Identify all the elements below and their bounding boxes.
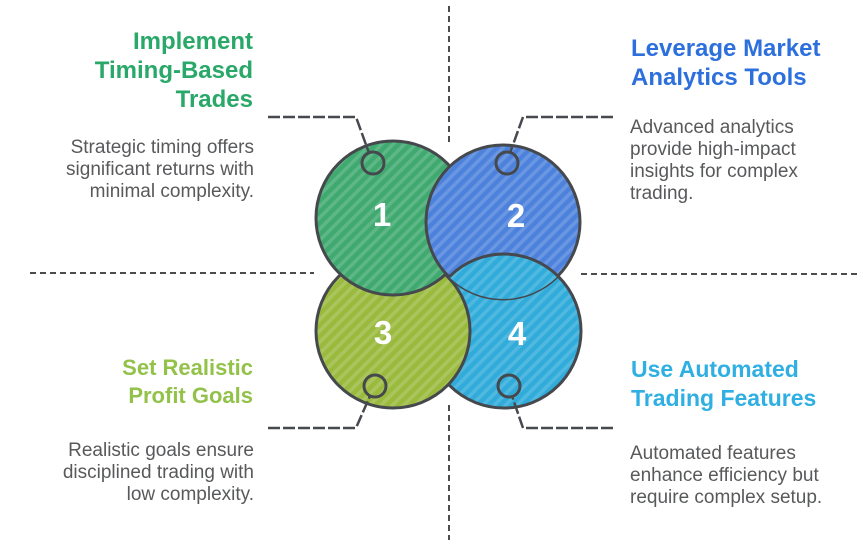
circle-4 (425, 252, 583, 410)
step-4-title: Use Automated Trading Features (631, 356, 817, 411)
circle-2 (424, 143, 582, 301)
anchor-ring-1 (360, 150, 386, 176)
anchor-ring-4 (496, 373, 522, 399)
circle-1 (314, 139, 472, 297)
connector-step-2 (508, 115, 613, 154)
quadrant-guide-lines (30, 6, 861, 540)
anchor-ring-2 (494, 150, 520, 176)
step-2-description: Advanced analytics provide high-impact i… (630, 117, 798, 204)
connector-step-3 (268, 395, 372, 430)
step-1-title: Implement Timing-Based Trades (94, 28, 253, 113)
step-3-number: 3 (374, 314, 392, 351)
step-2-number: 2 (507, 197, 525, 234)
callout-connectors (268, 115, 613, 430)
anchor-ring-3 (362, 373, 388, 399)
step-3-title: Set Realistic Profit Goals (122, 355, 253, 408)
step-1-number: 1 (373, 196, 391, 233)
connector-step-1 (268, 115, 371, 154)
step-1-description: Strategic timing offers significant retu… (66, 137, 254, 202)
step-4-number: 4 (508, 315, 527, 352)
connector-step-4 (510, 395, 613, 430)
step-4-description: Automated features enhance efficiency bu… (630, 443, 823, 508)
step-2-title: Leverage Market Analytics Tools (631, 35, 821, 91)
step-3-description: Realistic goals ensure disciplined tradi… (62, 440, 254, 505)
